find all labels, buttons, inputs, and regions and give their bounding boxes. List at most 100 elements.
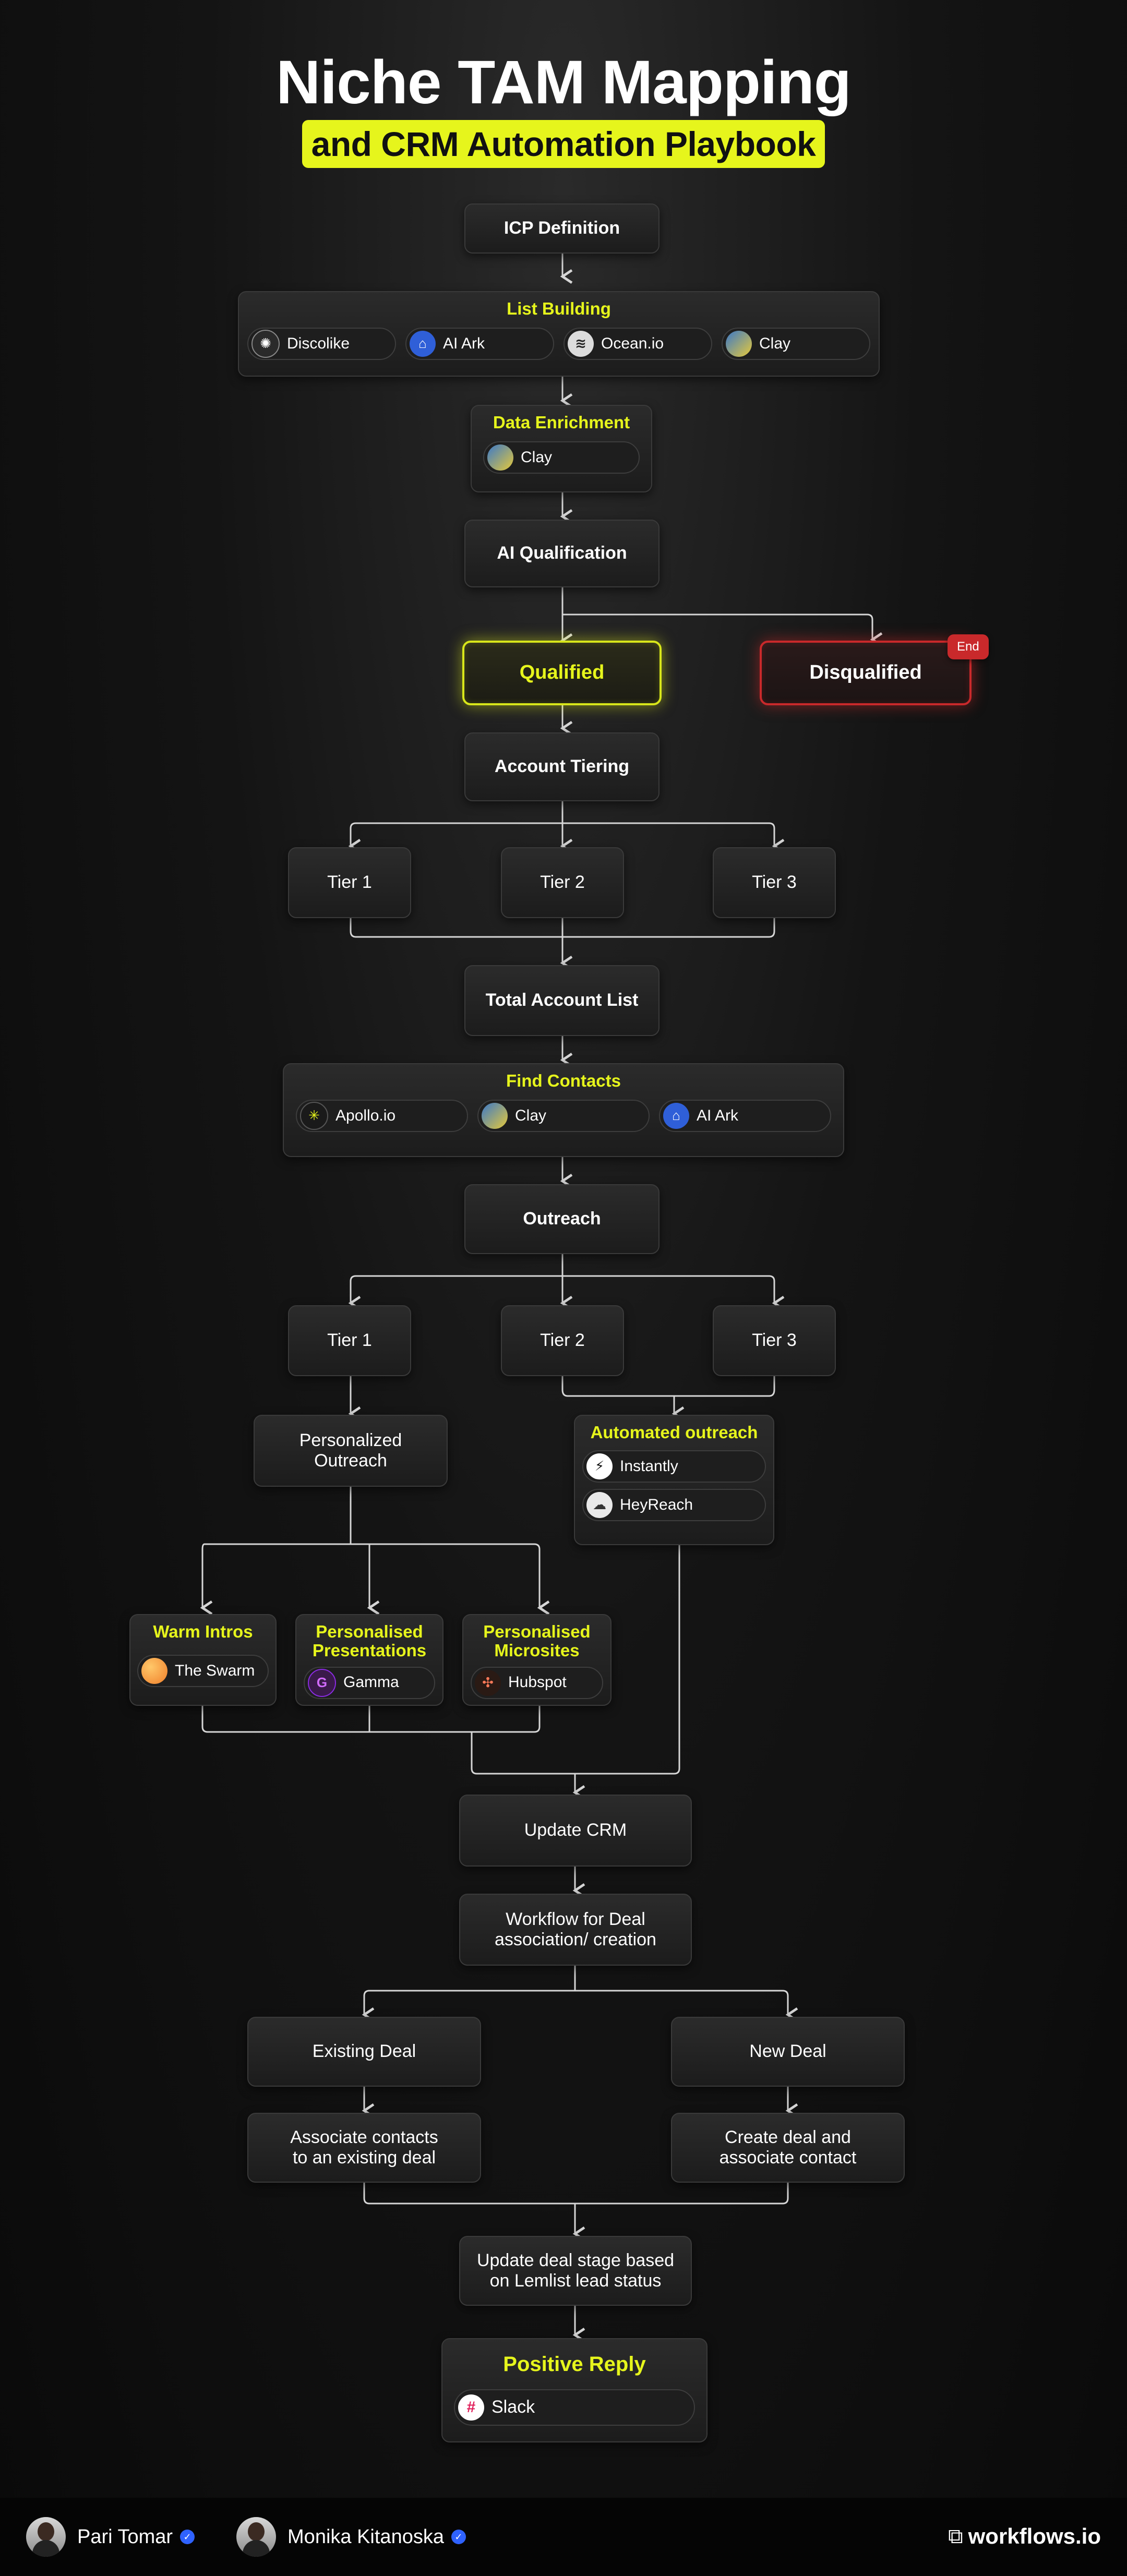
arrow-outreach-to-tier3 (562, 1275, 785, 1310)
automated-outreach-tools: ⚡ Instantly ☁ HeyReach (574, 1450, 774, 1522)
tool-chip-ocean-io: ≋ Ocean.io (564, 328, 712, 360)
tool-label: AI Ark (697, 1107, 739, 1125)
node-associate-contacts: Associate contacts to an existing deal (247, 2113, 481, 2183)
arrow-to-microsites (205, 1543, 550, 1615)
page-subtitle: and CRM Automation Playbook (302, 120, 825, 168)
node-personalised-microsites: Personalised Microsites ✣ Hubspot (462, 1614, 612, 1706)
arrow-to-disqualified (562, 613, 883, 647)
tool-label: The Swarm (175, 1662, 255, 1680)
subtitle-wrap: and CRM Automation Playbook (0, 120, 1127, 168)
clay-icon (487, 444, 513, 471)
node-personalised-presentations: Personalised Presentations G Gamma (295, 1614, 443, 1706)
node-positive-reply: Positive Reply # Slack (441, 2338, 708, 2442)
node-tier-3: Tier 3 (713, 847, 836, 918)
tool-label: Hubspot (508, 1674, 567, 1691)
arrow-to-warm-intros (200, 1543, 213, 1615)
apollo-icon: ✳ (300, 1102, 328, 1130)
avatar (26, 2517, 66, 2557)
merge-tiers-bracket (350, 918, 775, 938)
clay-icon (482, 1103, 508, 1129)
slack-icon: # (458, 2394, 484, 2421)
discolike-icon: ✺ (251, 330, 280, 358)
footer-bar: Pari Tomar ✓ Monika Kitanoska ✓ ⧉ workfl… (0, 2498, 1127, 2576)
node-update-deal-stage: Update deal stage based on Lemlist lead … (459, 2236, 692, 2306)
clay-icon (726, 331, 752, 357)
brand-logo: ⧉ workflows.io (948, 2524, 1101, 2549)
workflows-logo-icon: ⧉ (948, 2524, 963, 2548)
tool-label: Gamma (343, 1674, 399, 1691)
hubspot-icon: ✣ (475, 1669, 501, 1696)
arrow-to-new-deal (575, 1990, 798, 2022)
find-contacts-title: Find Contacts (506, 1071, 621, 1090)
data-enrichment-tools: Clay (475, 441, 648, 474)
end-badge: End (948, 634, 989, 659)
merge-deal-bracket (363, 2183, 789, 2205)
automated-outreach-title: Automated outreach (590, 1423, 758, 1442)
avatar (236, 2517, 277, 2557)
tool-chip-discolike: ✺ Discolike (247, 328, 396, 360)
list-building-title: List Building (507, 299, 611, 318)
tool-chip-slack: # Slack (454, 2389, 695, 2426)
node-outreach-tier-1: Tier 1 (288, 1305, 411, 1376)
warm-intros-title: Warm Intros (153, 1622, 253, 1641)
node-qualified: Qualified (462, 641, 662, 705)
tool-label: Discolike (287, 335, 350, 353)
microsites-title: Personalised Microsites (483, 1622, 591, 1660)
verified-icon: ✓ (451, 2530, 466, 2544)
node-new-deal: New Deal (671, 2017, 905, 2087)
node-list-building: List Building ✺ Discolike ⌂ AI Ark ≋ Oce… (238, 291, 880, 377)
arrow-to-existing-deal (362, 1966, 576, 2022)
node-tier-1: Tier 1 (288, 847, 411, 918)
list-building-tools: ✺ Discolike ⌂ AI Ark ≋ Ocean.io Clay (239, 328, 879, 360)
tool-label: HeyReach (620, 1496, 693, 1514)
heyreach-icon: ☁ (586, 1492, 613, 1519)
arrow-outreach-to-tier1 (348, 1275, 562, 1310)
tool-label: Ocean.io (601, 335, 664, 353)
verified-icon: ✓ (180, 2530, 195, 2544)
node-outreach: Outreach (464, 1184, 660, 1254)
node-find-contacts: Find Contacts ✳ Apollo.io Clay ⌂ AI Ark (283, 1063, 844, 1157)
page-title: Niche TAM Mapping (276, 48, 852, 117)
presentations-tools: G Gamma (295, 1666, 443, 1699)
presentations-title: Personalised Presentations (312, 1622, 427, 1660)
node-warm-intros: Warm Intros The Swarm (129, 1614, 277, 1706)
node-disqualified: Disqualified (760, 641, 972, 705)
tool-label: Instantly (620, 1458, 678, 1475)
author-monika-kitanoska: Monika Kitanoska ✓ (236, 2517, 466, 2557)
tool-label: Clay (759, 335, 791, 353)
node-existing-deal: Existing Deal (247, 2017, 481, 2087)
tool-chip-ai-ark: ⌂ AI Ark (405, 328, 554, 360)
node-create-deal: Create deal and associate contact (671, 2113, 905, 2183)
positive-reply-title: Positive Reply (503, 2353, 646, 2376)
gamma-icon: G (308, 1668, 336, 1697)
node-tier-2: Tier 2 (501, 847, 624, 918)
tool-chip-instantly: ⚡ Instantly (582, 1450, 766, 1483)
tool-label: AI Ark (443, 335, 485, 353)
tool-chip-gamma: G Gamma (304, 1666, 435, 1699)
tool-chip-clay: Clay (722, 328, 870, 360)
node-account-tiering: Account Tiering (464, 732, 660, 801)
the-swarm-icon (141, 1658, 167, 1684)
merge-tier23-bracket (561, 1376, 775, 1397)
find-contacts-tools: ✳ Apollo.io Clay ⌂ AI Ark (287, 1100, 840, 1133)
microsites-tools: ✣ Hubspot (462, 1666, 612, 1699)
node-icp-definition: ICP Definition (464, 203, 660, 254)
tool-label: Apollo.io (335, 1107, 396, 1125)
ai-ark-icon: ⌂ (410, 331, 436, 357)
instantly-icon: ⚡ (586, 1453, 613, 1480)
tool-chip-ai-ark: ⌂ AI Ark (659, 1100, 831, 1133)
node-outreach-tier-2: Tier 2 (501, 1305, 624, 1376)
tool-label: Slack (491, 2397, 535, 2417)
node-outreach-tier-3: Tier 3 (713, 1305, 836, 1376)
brand-name: workflows.io (968, 2524, 1101, 2548)
tool-chip-the-swarm: The Swarm (137, 1655, 269, 1688)
tool-chip-clay: Clay (477, 1100, 650, 1133)
author-name: Monika Kitanoska (287, 2525, 444, 2548)
ocean-io-icon: ≋ (568, 331, 594, 357)
positive-reply-tools: # Slack (446, 2389, 703, 2426)
arrow-tiering-to-tier3 (562, 822, 785, 853)
node-workflow-deal: Workflow for Deal association/ creation (459, 1894, 692, 1966)
node-ai-qualification: AI Qualification (464, 520, 660, 587)
merge-personal-bracket (201, 1706, 541, 1733)
